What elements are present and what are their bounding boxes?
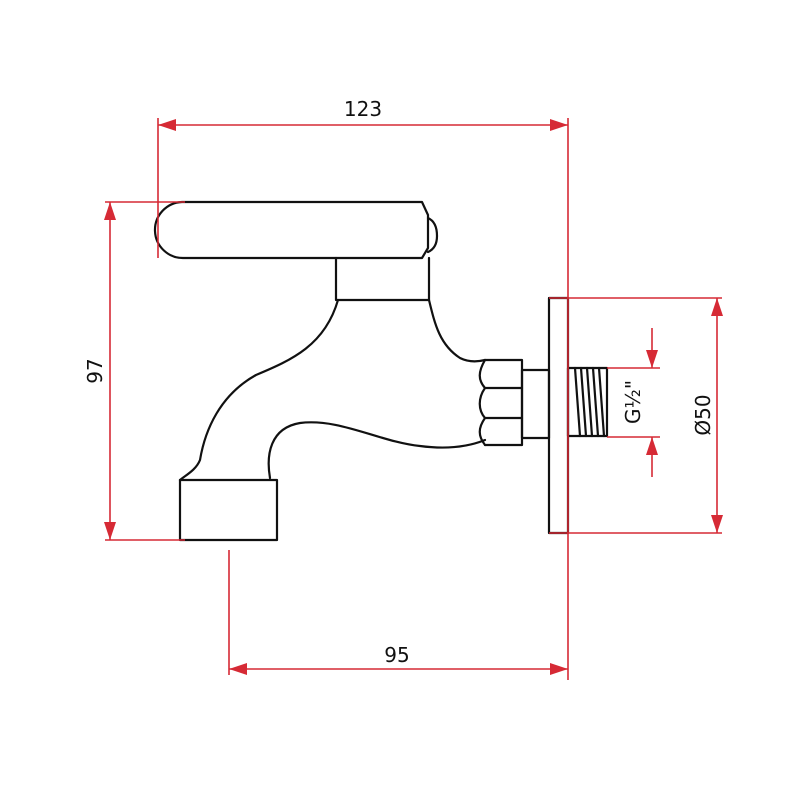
arrowhead: [550, 119, 568, 131]
arrowhead: [646, 437, 658, 455]
overall-length-label: 123: [344, 97, 382, 121]
dimension-thread: G½": [607, 328, 660, 477]
flange-diameter-label: Ø50: [691, 394, 715, 435]
spout-outlet: [178, 478, 279, 542]
arrowhead: [550, 663, 568, 675]
wall-flange: [547, 296, 570, 535]
faucet-outline: [153, 200, 609, 542]
thread-label: G½": [621, 380, 645, 424]
connector-pipe: [520, 368, 551, 440]
arrowhead: [711, 298, 723, 316]
lever-handle: [153, 200, 430, 260]
dimension-spout-reach: 95: [228, 550, 568, 675]
hex-nut: [483, 358, 524, 447]
thread-lines: [573, 366, 606, 438]
lever-knob: [426, 216, 439, 254]
spout-body: [178, 298, 340, 482]
arrowhead: [646, 350, 658, 368]
handle-base: [334, 256, 431, 302]
height-label: 97: [83, 358, 107, 383]
dimension-height: 97: [83, 201, 185, 541]
arrowhead: [229, 663, 247, 675]
arrowhead: [158, 119, 176, 131]
body-to-nut: [427, 298, 487, 363]
arrowhead: [104, 522, 116, 540]
spout-inner: [267, 421, 487, 480]
spout-reach-label: 95: [384, 643, 409, 667]
hex-nut-facets: [478, 358, 524, 447]
arrowhead: [711, 515, 723, 533]
arrowhead: [104, 202, 116, 220]
dimension-overall-length: 123: [157, 97, 569, 680]
dimension-flange-diameter: Ø50: [549, 297, 723, 534]
